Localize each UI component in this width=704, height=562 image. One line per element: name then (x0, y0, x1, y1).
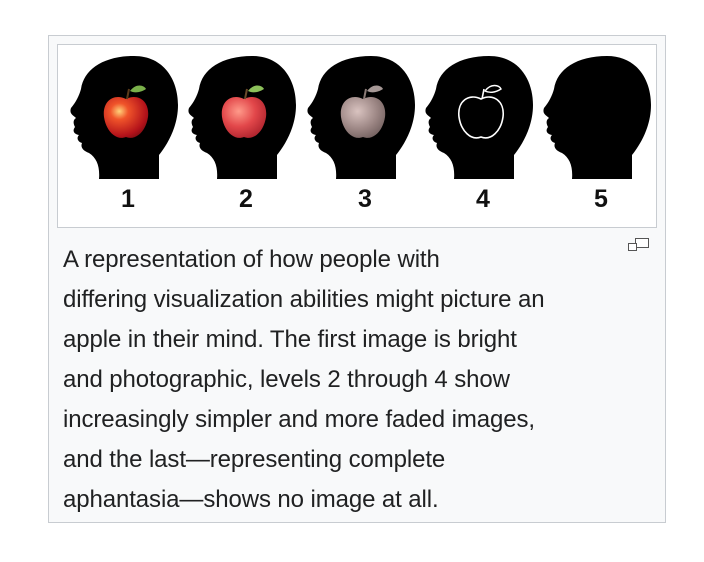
caption-line: increasingly simpler and more faded imag… (63, 406, 535, 433)
photographic-apple-icon (103, 97, 149, 138)
caption-line: and the last—representing complete (63, 446, 446, 473)
level-number-2: 2 (239, 185, 253, 213)
figure-image[interactable]: 1 2 3 4 5 (57, 44, 657, 228)
head-silhouettes-image: 1 2 3 4 5 (70, 56, 651, 213)
head-silhouette-4 (425, 56, 533, 179)
head-silhouette-5 (543, 56, 651, 179)
level-number-1: 1 (121, 185, 135, 213)
faded-apple-icon (340, 97, 386, 138)
head-silhouette-3 (307, 56, 415, 179)
caption-line: aphantasia—shows no image at all. (63, 486, 439, 513)
level-number-4: 4 (476, 185, 490, 213)
head-silhouette-1 (70, 56, 178, 179)
figure-caption: A representation of how people with diff… (63, 240, 649, 520)
figure-thumbnail: 1 2 3 4 5 A representation of how people… (48, 35, 666, 523)
caption-line: A representation of how people with (63, 246, 440, 273)
caption-line: apple in their mind. The first image is … (63, 326, 517, 353)
caption-line: differing visualization abilities might … (63, 286, 545, 313)
magnify-clip-icon[interactable] (627, 237, 651, 253)
simplified-apple-icon (221, 97, 267, 138)
level-number-5: 5 (594, 185, 608, 213)
outline-apple-icon (458, 96, 504, 139)
caption-line: and photographic, levels 2 through 4 sho… (63, 366, 510, 393)
level-number-3: 3 (358, 185, 372, 213)
head-silhouette-2 (188, 56, 296, 179)
